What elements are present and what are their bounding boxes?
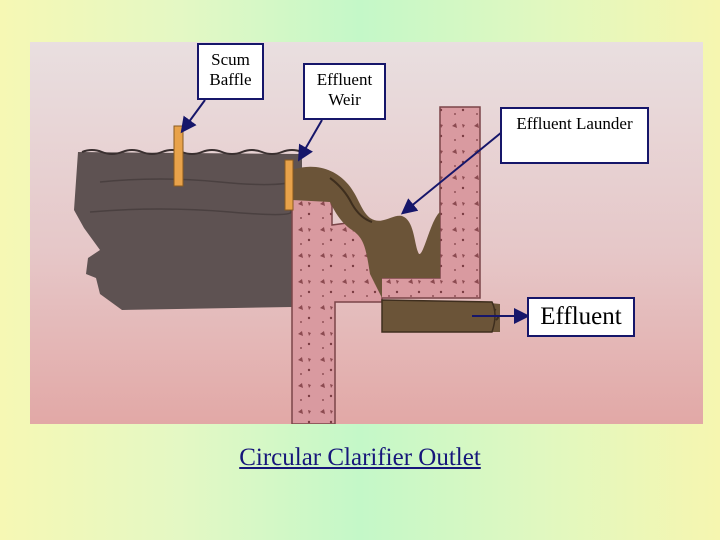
effluent-weir-label: Effluent Weir xyxy=(303,63,386,120)
flow-streak-1 xyxy=(329,177,373,223)
water-ripple-2 xyxy=(89,208,292,216)
effluent-pipe xyxy=(381,299,496,333)
scum-baffle-label: Scum Baffle xyxy=(197,43,264,100)
effluent-launder-label: Effluent Launder xyxy=(500,107,649,164)
water-ripple-1 xyxy=(99,178,301,186)
diagram-title: Circular Clarifier Outlet xyxy=(239,444,481,471)
effluent-weir-plate xyxy=(284,159,294,211)
scum-baffle xyxy=(173,125,184,187)
water-surface xyxy=(81,149,303,155)
effluent-flow xyxy=(292,166,500,332)
effluent-label: Effluent xyxy=(527,297,635,337)
basin-water xyxy=(74,152,302,310)
